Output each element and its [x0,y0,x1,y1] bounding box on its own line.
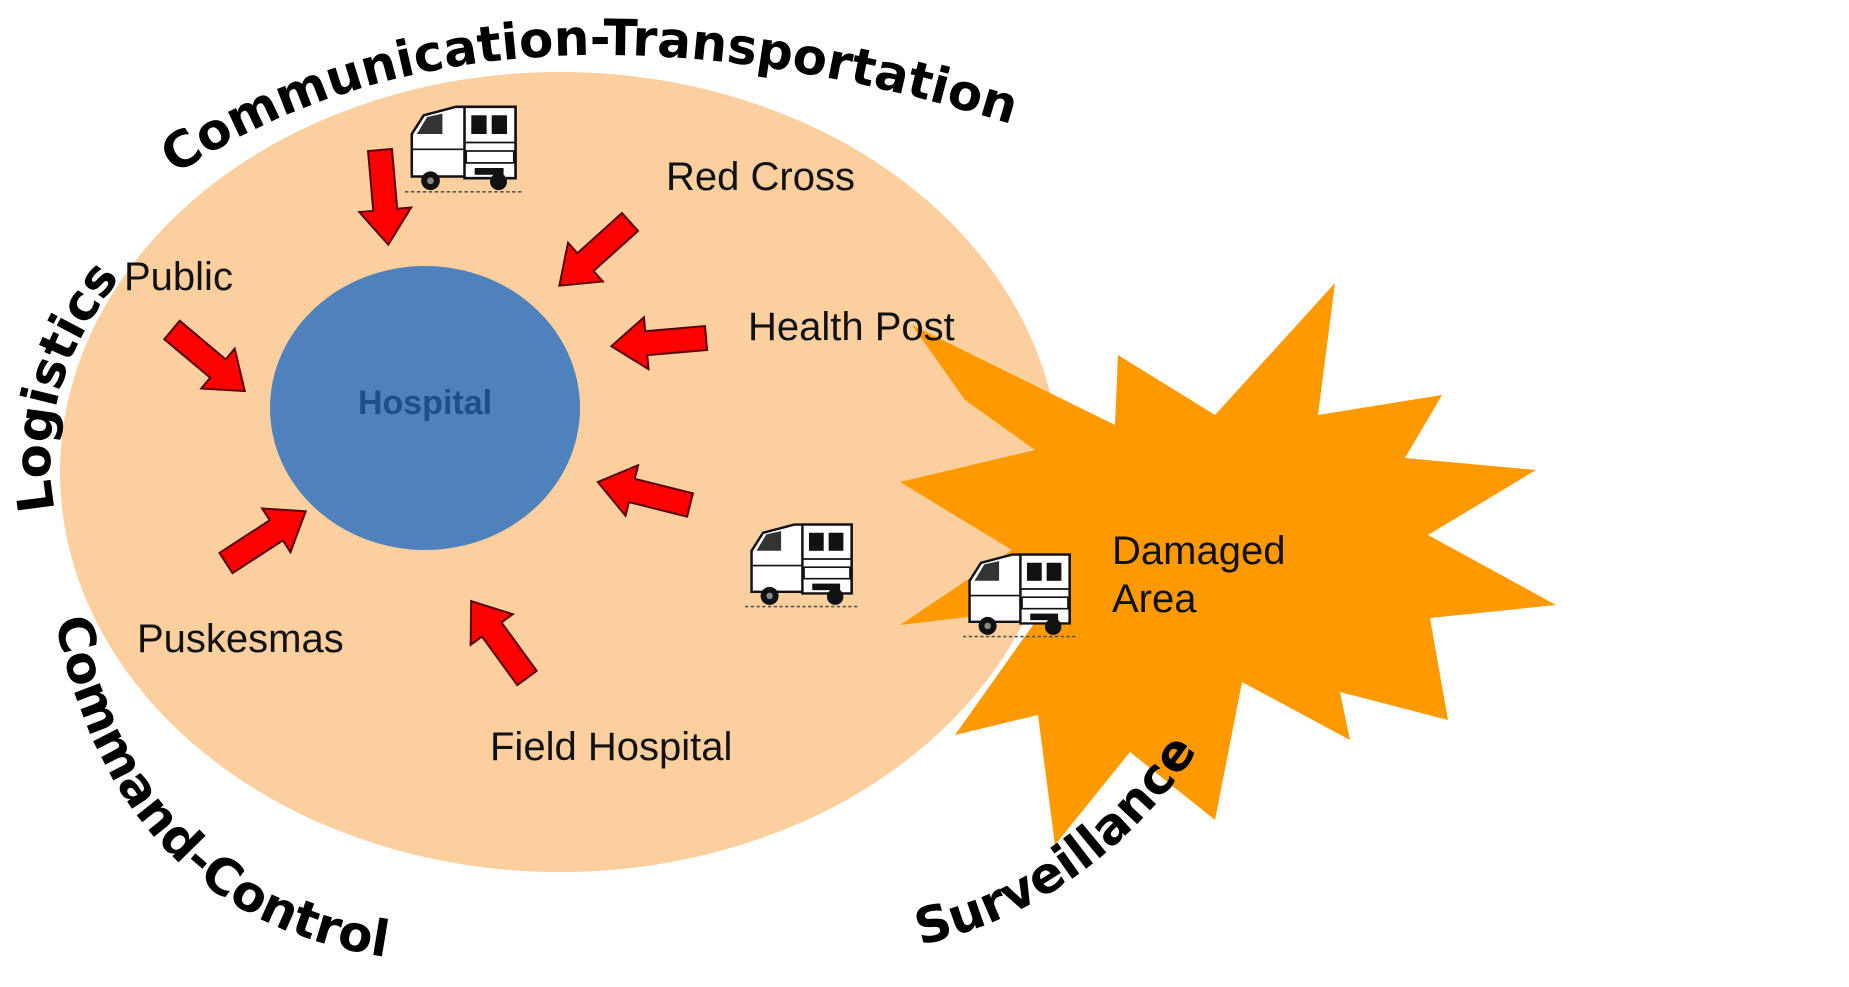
source-label-health-post: Health Post [748,305,955,349]
ambulance-icon-damaged-area [961,553,1080,638]
source-label-field-hospital: Field Hospital [490,725,732,769]
source-label-red-cross: Red Cross [666,155,855,199]
damaged-area-label-line2: Area [1112,577,1197,621]
arrow-from-health-post [609,315,709,372]
hospital-node [270,266,580,550]
arrow-from-public [162,319,247,393]
arrow-from-red-cross [558,211,640,287]
hospital-label: Hospital [358,384,492,422]
arrow-from-damaged-side [596,463,695,518]
damaged-area-burst [900,283,1556,845]
arrow-from-field-hospital [469,599,539,687]
source-label-public: Public [124,255,233,299]
ambulance-icon-top [403,105,526,194]
arrow-from-top-ambulance [357,147,414,247]
arrow-from-puskesmas [218,507,308,575]
source-label-puskesmas: Puskesmas [137,617,344,661]
ambulance-icon-middle [743,523,862,608]
damaged-area-label-line1: Damaged [1112,529,1285,573]
